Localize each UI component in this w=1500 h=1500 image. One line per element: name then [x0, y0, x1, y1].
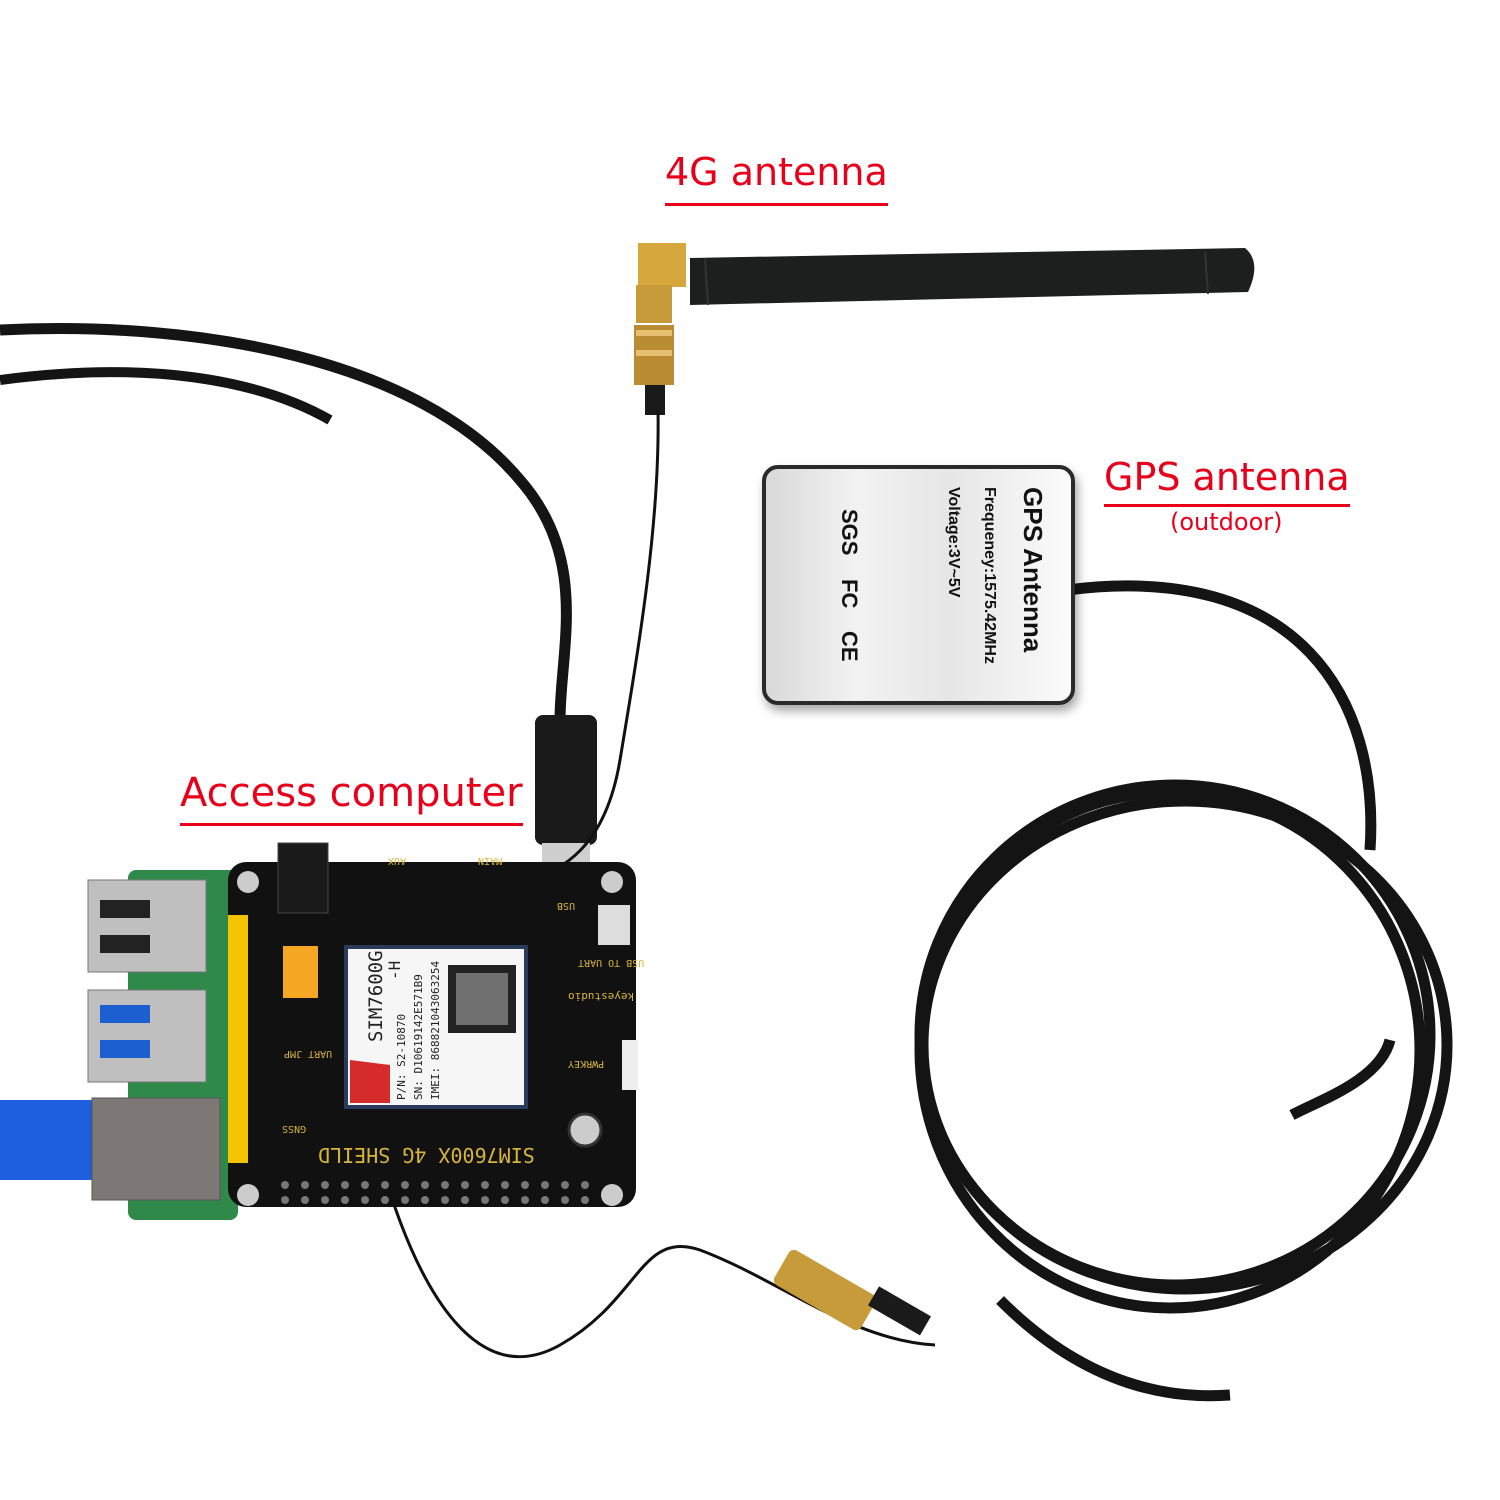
port-usb: USB [557, 900, 576, 911]
4g-coax [529, 409, 660, 882]
usb-cable [0, 323, 572, 721]
port-aux: AUX [388, 855, 407, 866]
usb-port-top [87, 879, 207, 973]
sim-pn: P/N: S2-10870 [395, 1013, 408, 1100]
sim-imei: IMEI: 868821043063254 [429, 960, 442, 1100]
mounting-holes [237, 871, 623, 1206]
micro-usb-port [598, 905, 630, 945]
label-underline [665, 203, 888, 206]
cert-sgs: SGS [837, 509, 862, 556]
label-underline [1104, 504, 1350, 507]
cert-ce-icon: CE [837, 631, 862, 662]
gps-cable-coil [914, 580, 1453, 1402]
sim-model: SIM7600G [365, 950, 387, 1042]
usb-to-uart: USB TO UART [578, 957, 645, 968]
usb-c-plug [535, 715, 597, 845]
pwrkey-switch [622, 1040, 638, 1090]
label-gps-outdoor: (outdoor) [1170, 508, 1283, 536]
label-gps-antenna: GPS antenna [1104, 455, 1350, 507]
label-gps-antenna-text: GPS antenna [1104, 455, 1350, 499]
ethernet-jack [91, 1097, 221, 1201]
qr-code [448, 965, 516, 1033]
gps-frequency: Frequeney:1575.42MHz [981, 487, 998, 664]
gps-voltage: Voltage:3V~5V [945, 487, 962, 598]
label-underline [180, 823, 523, 826]
pwrkey-label: PWRKEY [568, 1058, 605, 1069]
usb3-port [87, 989, 207, 1083]
sim-sn: SN: D10619142E571B9 [412, 974, 425, 1100]
ethernet-cable [0, 1100, 96, 1180]
label-access-computer-text: Access computer [180, 770, 523, 816]
gps-antenna-module: GPS Antenna Frequeney:1575.42MHz Voltage… [762, 465, 1075, 705]
sim-suffix: -H [385, 960, 404, 980]
uart-jumper [283, 946, 318, 998]
brand-keyestudio: keyestudio [568, 990, 635, 1003]
capacitor [567, 1112, 603, 1148]
port-main: MAIN [478, 855, 503, 866]
usb-cable-left [0, 367, 333, 425]
gpio-yellow-header [228, 915, 248, 1163]
sma-connector [773, 1249, 931, 1336]
label-4g-antenna: 4G antenna [665, 150, 888, 206]
label-access-computer: Access computer [180, 770, 523, 826]
uart-jmp-label: UART JMP [284, 1048, 333, 1059]
label-4g-antenna-text: 4G antenna [665, 150, 888, 194]
gpio-40pin-header [281, 1181, 589, 1204]
audio-jack [277, 842, 329, 914]
shield-name: SIM7600X 4G SHEILD [318, 1143, 535, 1167]
cert-fc-icon: FC [837, 579, 862, 609]
4g-antenna [634, 243, 1255, 415]
gnss-label: GNSS [282, 1123, 307, 1134]
gps-title: GPS Antenna [1018, 487, 1048, 653]
